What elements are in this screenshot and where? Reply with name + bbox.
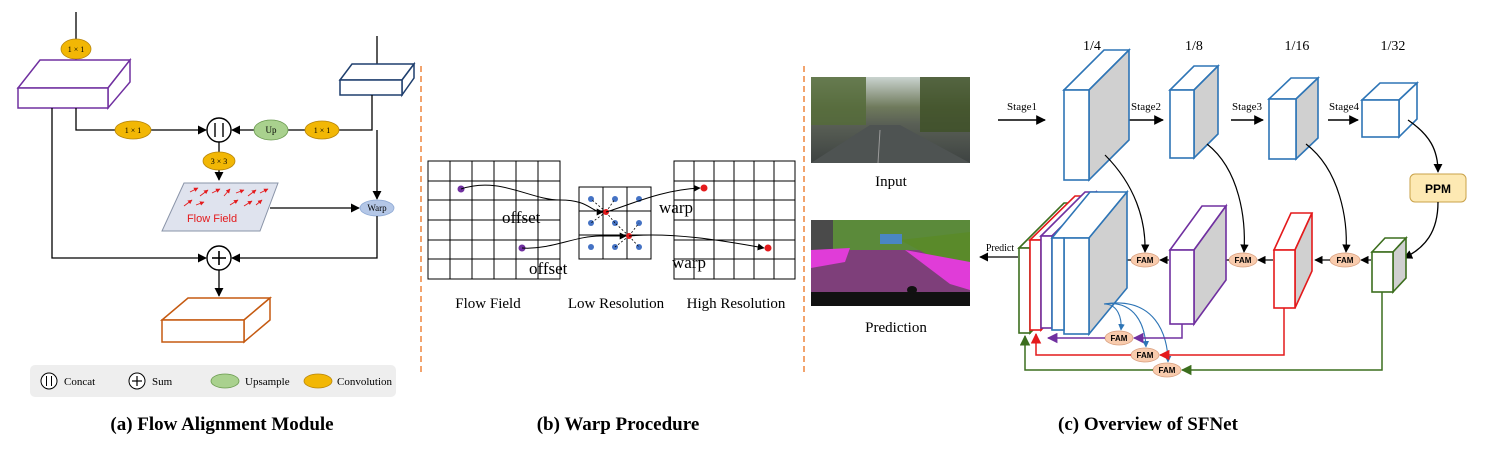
input-label: Input [875, 174, 907, 190]
fam-node-1: FAM [1130, 252, 1160, 268]
svg-text:3 × 3: 3 × 3 [211, 157, 228, 166]
fam-node-bottom-2: FAM [1130, 347, 1160, 363]
concatenated-features-stack [1017, 189, 1129, 337]
convolution-legend-icon [303, 373, 333, 389]
stage3-label: Stage3 [1232, 101, 1262, 113]
scale-1-8: 1/8 [1185, 39, 1203, 54]
conv-1x1-right: 1 × 1 [304, 120, 340, 140]
svg-text:Warp: Warp [367, 203, 387, 213]
high-resolution-grid [673, 160, 796, 280]
scale-1-16: 1/16 [1285, 39, 1310, 54]
panel-a-flow-alignment-module: 1 × 1 1 × 1 1 × 1 Up [16, 12, 416, 435]
svg-text:1 × 1: 1 × 1 [314, 126, 331, 135]
sum-node [206, 245, 232, 271]
decoder-feature-red [1272, 212, 1314, 309]
stage2-label: Stage2 [1131, 101, 1161, 113]
label-low-resolution: Low Resolution [568, 296, 665, 312]
flow-field-panel: Flow Field [161, 182, 279, 232]
legend-concat: Concat [64, 376, 95, 388]
low-resolution-feature-slab [16, 57, 132, 111]
offset-label-1: offset [502, 208, 541, 227]
low-resolution-grid [578, 186, 652, 260]
warp-label-1: warp [659, 198, 693, 217]
backbone-stage2-box [1168, 64, 1220, 160]
flow-field-grid [427, 160, 561, 280]
warp-node: Warp [359, 199, 395, 217]
fam-node-bottom-3: FAM [1152, 362, 1182, 378]
caption-a: (a) Flow Alignment Module [110, 414, 333, 435]
stage1-label: Stage1 [1007, 101, 1037, 113]
backbone-stage3-box [1267, 76, 1320, 161]
svg-text:PPM: PPM [1425, 182, 1451, 196]
scale-1-4: 1/4 [1083, 39, 1101, 54]
prediction-label: Prediction [865, 320, 927, 336]
svg-text:FAM: FAM [1337, 256, 1354, 265]
stack-blue [1050, 189, 1129, 337]
legend-convolution: Convolution [337, 376, 393, 388]
svg-text:Up: Up [266, 125, 277, 135]
backbone-stage1-box [1062, 48, 1131, 182]
concat-node [206, 117, 232, 143]
prediction-image [811, 220, 970, 306]
upsample-node: Up [253, 119, 289, 141]
caption-c: (c) Overview of SFNet [1058, 414, 1239, 435]
output-feature-slab [159, 296, 273, 344]
stage4-label: Stage4 [1329, 101, 1359, 113]
ppm-block: PPM [1409, 173, 1467, 203]
svg-text:1 × 1: 1 × 1 [125, 126, 142, 135]
high-level-feature-slab [338, 61, 416, 98]
svg-text:FAM: FAM [1111, 334, 1128, 343]
label-high-resolution: High Resolution [687, 296, 786, 312]
predict-label: Predict [986, 243, 1015, 254]
caption-b: (b) Warp Procedure [537, 414, 700, 435]
scale-1-32: 1/32 [1381, 39, 1406, 54]
svg-text:FAM: FAM [1235, 256, 1252, 265]
svg-text:FAM: FAM [1137, 351, 1154, 360]
input-image [811, 77, 970, 164]
fam-node-bottom-1: FAM [1104, 330, 1134, 346]
target-point-1 [700, 184, 708, 192]
svg-text:Flow Field: Flow Field [187, 213, 237, 225]
fam-node-3: FAM [1329, 252, 1361, 268]
conv-1x1-left: 1 × 1 [114, 120, 152, 140]
conv-1x1-top: 1 × 1 [60, 38, 92, 60]
upsample-legend-icon [210, 373, 240, 389]
legend-upsample: Upsample [245, 376, 290, 388]
svg-text:FAM: FAM [1159, 366, 1176, 375]
concat-legend-icon [40, 372, 58, 390]
panel-c-sfnet-overview: Input Prediction 1/4 1/8 1/16 1/32 Stage… [811, 39, 1467, 435]
svg-text:FAM: FAM [1137, 256, 1154, 265]
sum-legend-icon [128, 372, 146, 390]
target-point-2 [764, 244, 772, 252]
fam-node-2: FAM [1228, 252, 1258, 268]
warp-label-2: warp [672, 253, 706, 272]
legend-sum: Sum [152, 376, 173, 388]
panel-b-warp-procedure: offset offset warp warp Flow Field Low R… [427, 160, 796, 435]
label-flow-field: Flow Field [455, 296, 521, 312]
backbone-stage4-box [1359, 81, 1420, 139]
offset-label-2: offset [529, 259, 568, 278]
svg-text:1 × 1: 1 × 1 [68, 45, 85, 54]
legend: Concat Sum Upsample Convolution [30, 365, 396, 397]
ppm-output-feature [1370, 235, 1408, 295]
decoder-feature-purple [1168, 203, 1228, 327]
conv-3x3: 3 × 3 [202, 151, 236, 171]
